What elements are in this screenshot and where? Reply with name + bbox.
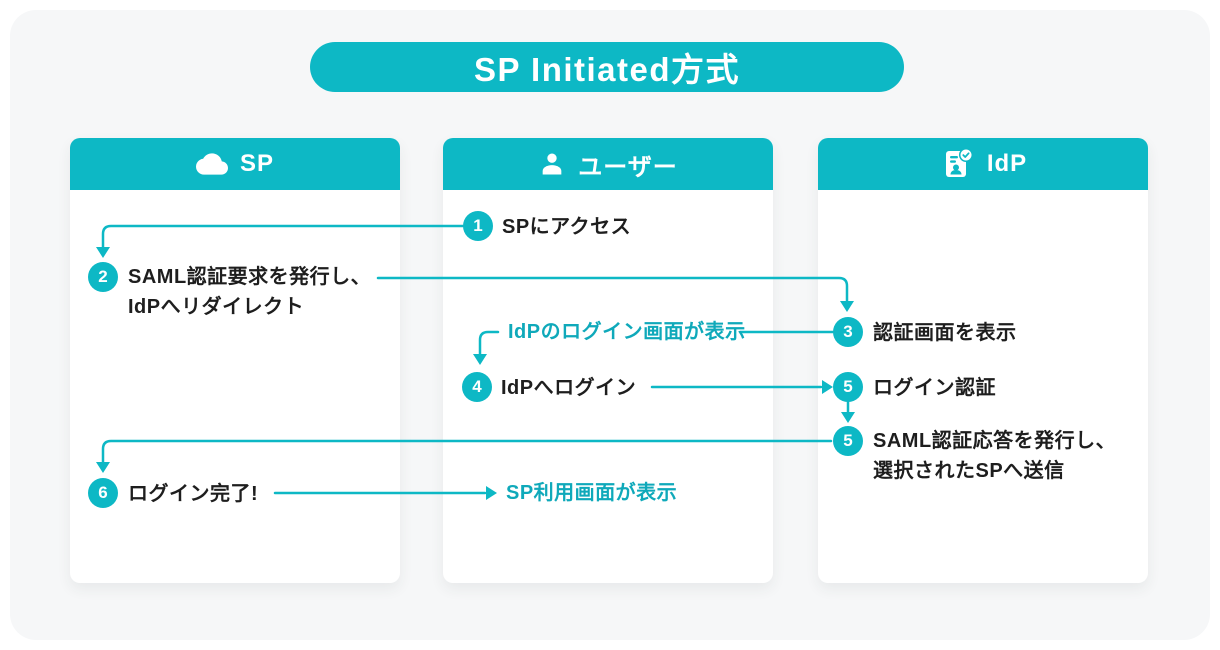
step-number-3: 3 <box>843 322 853 341</box>
step-number-4: 4 <box>472 377 482 396</box>
column-label-idp: IdP <box>986 150 1028 177</box>
step-badge-5: 5 <box>833 372 863 402</box>
step-text-2-line2: IdPへリダイレクト <box>128 296 305 318</box>
step-badge-4: 4 <box>462 372 492 402</box>
step-text-5: ログイン認証 <box>873 377 996 399</box>
user-icon <box>538 150 566 178</box>
step-number-6: 6 <box>98 483 108 502</box>
column-card-sp: SP <box>70 138 400 583</box>
step-text-4: IdPへログイン <box>501 377 637 399</box>
diagram-title: SP Initiated方式 <box>310 42 904 92</box>
step-text-5b: SAML認証応答を発行し、 選択されたSPへ送信 <box>873 426 1116 486</box>
step-text-2-line1: SAML認証要求を発行し、 <box>128 266 372 288</box>
note-text-idp-login-screen: IdPのログイン画面が表示 <box>508 321 746 343</box>
step-number-2: 2 <box>98 267 108 286</box>
step-number-5: 5 <box>843 377 853 396</box>
column-header-sp: SP <box>70 138 400 190</box>
cloud-icon <box>195 148 228 180</box>
diagram-title-label: SP Initiated方式 <box>473 51 741 88</box>
idcard-check-icon <box>939 146 975 182</box>
step-text-2: SAML認証要求を発行し、 IdPへリダイレクト <box>128 262 371 322</box>
step-number-5b: 5 <box>843 431 853 450</box>
column-header-user: ユーザー <box>443 138 773 190</box>
column-label-user: ユーザー <box>578 153 678 181</box>
column-card-user: ユーザー <box>443 138 773 583</box>
step-badge-1: 1 <box>463 211 493 241</box>
step-badge-5b: 5 <box>833 426 863 456</box>
step-text-6: ログイン完了! <box>128 483 259 505</box>
column-header-idp: IdP <box>818 138 1148 190</box>
note-text-sp-screen: SP利用画面が表示 <box>506 482 678 504</box>
column-card-idp: IdP <box>818 138 1148 583</box>
step-badge-6: 6 <box>88 478 118 508</box>
step-badge-3: 3 <box>833 317 863 347</box>
column-label-sp: SP <box>239 150 274 177</box>
step-text-5b-line1: SAML認証応答を発行し、 <box>873 430 1117 452</box>
step-number-1: 1 <box>473 216 483 235</box>
step-badge-2: 2 <box>88 262 118 292</box>
step-text-5b-line2: 選択されたSPへ送信 <box>873 460 1065 482</box>
step-text-3: 認証画面を表示 <box>873 322 1017 344</box>
step-text-1: SPにアクセス <box>502 216 632 238</box>
